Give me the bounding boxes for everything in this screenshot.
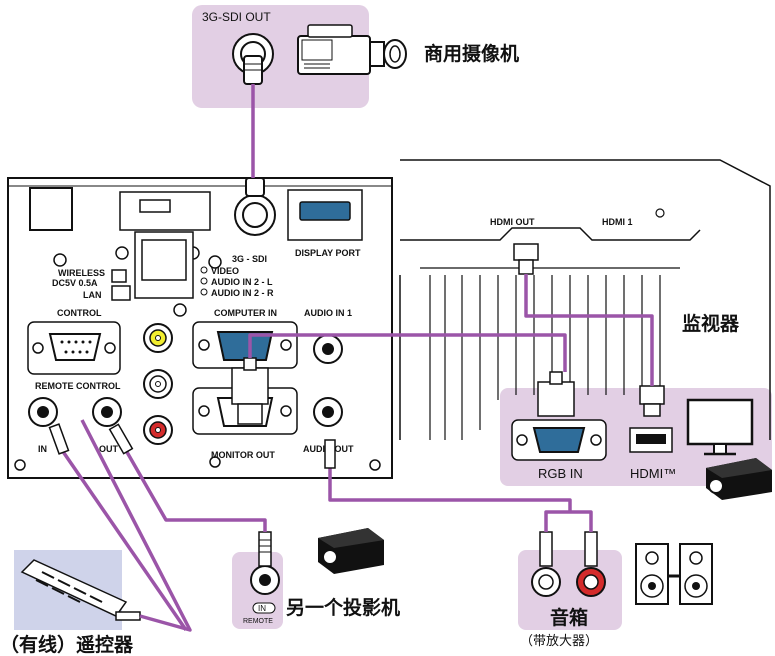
remote-in-badge-label: IN (258, 604, 266, 613)
wireless-label: WIRELESS (58, 268, 105, 278)
audio-in2l-rca-icon (143, 369, 173, 399)
hdmi-out-plug-icon (513, 243, 539, 275)
cables (53, 84, 654, 632)
monitor-device-outline (399, 159, 771, 440)
control-label: CONTROL (57, 308, 102, 318)
vga-plug-icon (231, 357, 269, 425)
monitor-screen-icon (686, 398, 754, 456)
remote-in-port-icon (250, 531, 280, 595)
audio-in2l-label: AUDIO IN 2 - L (211, 277, 273, 287)
monitor-name: 监视器 (682, 312, 740, 335)
remote-projector-name: 另一个投影机 (286, 596, 400, 619)
display-port-label: DISPLAY PORT (295, 248, 361, 258)
speaker-icon-left (635, 543, 669, 605)
projector-icon-bottom (318, 528, 384, 574)
plug-audio-out-icon (324, 439, 336, 469)
audio-in1-jack-icon (313, 334, 343, 364)
speakers-name: 音箱 (550, 606, 588, 629)
wireless-port (111, 269, 127, 283)
audio-out-jack-icon (313, 397, 343, 427)
cable-remote-out (118, 439, 267, 532)
remote-out-jack-icon (92, 397, 122, 427)
audio-plug-left-icon (531, 531, 561, 597)
rgb-in-port-icon (511, 371, 607, 461)
control-serial-port-icon (27, 321, 121, 375)
in-badge-icon (252, 602, 276, 614)
remote-out-label: OUT (99, 444, 119, 454)
remote-name: （有线）遥控器 (0, 633, 134, 656)
wireless-power-label: DC5V 0.5A (52, 278, 98, 288)
sdi-out-port-icon (232, 33, 274, 85)
audio-plug-right-icon (576, 531, 606, 597)
audio-in2r-rca-icon (143, 415, 173, 445)
remote-control-label: REMOTE CONTROL (35, 381, 121, 391)
monitor-out-label: MONITOR OUT (211, 450, 275, 460)
plug-remote-out-icon (108, 423, 134, 455)
remote-in-jack-icon (28, 397, 58, 427)
camera-icon (297, 24, 407, 75)
av-dot-icons (200, 266, 208, 296)
sdi-in-port-icon (234, 177, 276, 236)
sdi-out-label: 3G-SDI OUT (202, 10, 271, 24)
audio-in1-label: AUDIO IN 1 (304, 308, 352, 318)
speakers-subtitle: （带放大器） (520, 634, 598, 649)
video-label: VIDEO (211, 266, 239, 276)
cable-remote-in (53, 439, 188, 631)
usb-port-icon (119, 191, 211, 299)
camera-name: 商用摄像机 (424, 42, 519, 65)
cable-computer-in-to-monitor (248, 333, 567, 372)
remote-label: REMOTE (243, 618, 273, 625)
hdmi-port-icon (629, 385, 673, 453)
speaker-icon-right (679, 543, 713, 605)
hdmi-label: HDMI™ (630, 466, 676, 481)
sdi-panel-label: 3G - SDI (232, 254, 267, 264)
audio-in2r-label: AUDIO IN 2 - R (211, 288, 274, 298)
lan-port (111, 285, 131, 301)
cable-audio-out (328, 440, 593, 532)
video-rca-icon (143, 323, 173, 353)
cable-remote (80, 419, 192, 632)
lan-label: LAN (83, 290, 102, 300)
hdmi1-label: HDMI 1 (602, 217, 633, 227)
computer-in-label: COMPUTER IN (214, 308, 277, 318)
projector-icon-right (706, 458, 772, 500)
plug-remote-in-icon (48, 423, 70, 455)
rgb-in-label: RGB IN (538, 466, 583, 481)
hdmi-out-label: HDMI OUT (490, 217, 535, 227)
remote-in-label: IN (38, 444, 47, 454)
display-port-icon (287, 189, 363, 241)
cable-hdmi (524, 274, 654, 386)
